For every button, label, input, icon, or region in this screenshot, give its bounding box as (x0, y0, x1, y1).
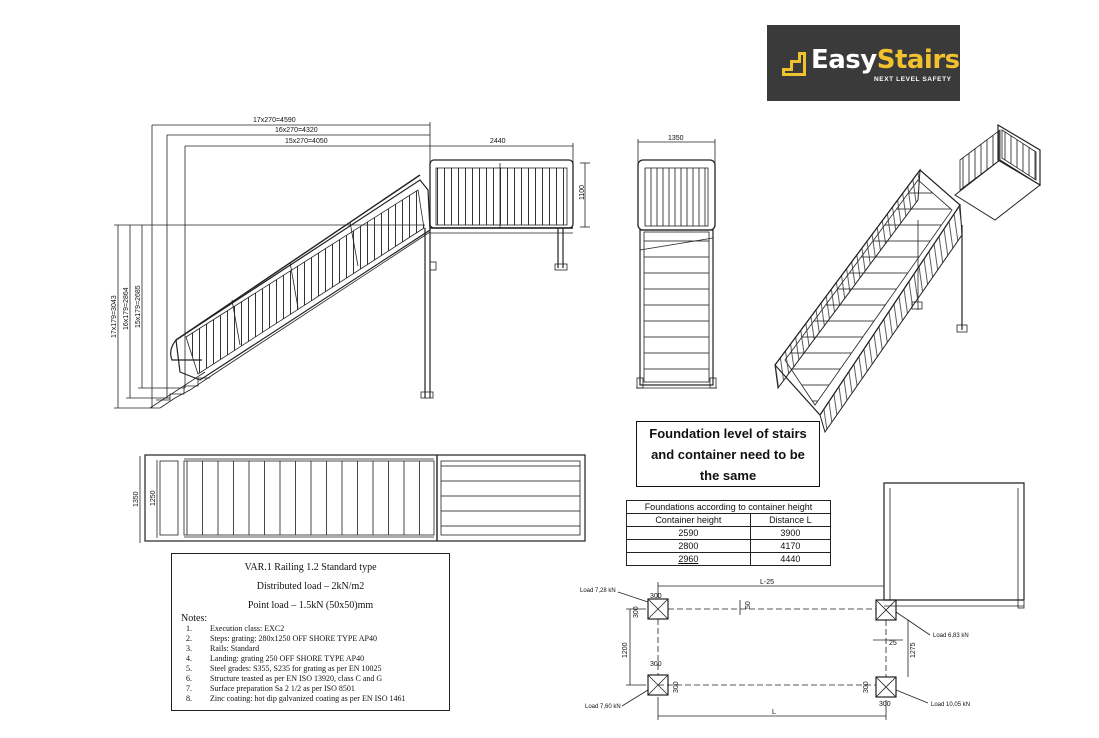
table-cell: 2590 (626, 526, 751, 540)
table-cell: 4440 (749, 552, 832, 566)
table-header-container-height: Container height (626, 513, 751, 527)
top-view (139, 454, 586, 543)
list-item: 3.Rails: Standard (186, 644, 260, 653)
foundation-note: Foundation level of stairs and container… (636, 421, 820, 487)
table-header-distance-l: Distance L (749, 513, 832, 527)
dim-300-br-h: 300 (879, 701, 891, 708)
front-view (636, 139, 717, 389)
table-cell: 2960 (626, 552, 751, 566)
brand-part1: Easy (811, 45, 877, 75)
load-top-left: Load 7,28 kN (580, 588, 616, 594)
brand-part2: Stairs (876, 45, 960, 75)
spec-notes-list: 1.Execution class: EXC2 2.Steps: grating… (172, 624, 449, 704)
spec-title: VAR.1 Railing 1.2 Standard type (244, 562, 377, 573)
dim-l: L (772, 709, 776, 716)
spec-box: VAR.1 Railing 1.2 Standard type Distribu… (171, 553, 450, 711)
dim-top-1: 17x270=4590 (253, 117, 296, 124)
dim-300-bl-v: 300 (673, 681, 680, 693)
foundations-table: Foundations according to container heigh… (626, 500, 832, 566)
spec-load-distributed: Distributed load – 2kN/m2 (256, 581, 365, 592)
list-item: 7.Surface preparation Sa 2 1/2 as per IS… (186, 684, 355, 693)
dim-top-outer: 1350 (133, 491, 140, 507)
table-cell: 2800 (626, 539, 751, 553)
foundation-note-text: Foundation level of stairs and container… (649, 425, 807, 483)
list-item: 8.Zinc coating: hot dip galvanized coati… (186, 694, 406, 703)
dim-top-3: 15x270=4050 (285, 138, 328, 145)
dim-top-inner: 1250 (150, 490, 157, 506)
dim-300-br-v: 300 (863, 681, 870, 693)
dim-top-2: 16x270=4320 (275, 127, 318, 134)
dim-l-minus-25: L-25 (760, 579, 774, 586)
list-item: 4.Landing: grating 250 OFF SHORE TYPE AP… (186, 654, 365, 663)
dim-300-bl-h: 300 (650, 661, 662, 668)
foundations-table-caption: Foundations according to container heigh… (626, 500, 831, 514)
brand-tagline: NEXT LEVEL SAFETY (874, 76, 952, 83)
spec-notes-label: Notes: (181, 613, 208, 624)
dim-300-tl-h: 300 (650, 593, 662, 600)
dim-1200: 1200 (622, 642, 629, 658)
table-row: 2590 3900 (626, 526, 832, 540)
list-item: 1.Execution class: EXC2 (186, 624, 285, 633)
dim-vertical-3: 15x179=2685 (135, 285, 142, 328)
list-item: 2.Steps: grating: 280x1250 OFF SHORE TYP… (186, 634, 377, 643)
stairs-logo-icon (782, 52, 806, 76)
foundation-plan (617, 482, 1025, 720)
side-view (114, 122, 590, 409)
dim-50: 50 (745, 601, 752, 609)
load-bottom-left: Load 7,60 kN (585, 704, 621, 710)
dim-300-tl-v: 300 (633, 606, 640, 618)
list-item: 6.Structure teasted as per EN ISO 13920,… (186, 674, 383, 683)
table-cell-underlined: 2960 (678, 554, 699, 564)
list-item: 5.Steel grades: S355, S235 for grating a… (186, 664, 382, 673)
dim-front-width: 1350 (668, 135, 684, 142)
table-row: 2800 4170 (626, 539, 832, 553)
brand-name: EasyStairs (811, 45, 960, 75)
table-cell: 4170 (749, 539, 832, 553)
dim-platform: 2440 (490, 138, 506, 145)
dim-1275: 1275 (910, 642, 917, 658)
load-top-right: Load 6,83 kN (933, 633, 969, 639)
table-row: 2960 4440 (626, 552, 832, 566)
load-bottom-right: Load 10,05 kN (931, 702, 970, 708)
isometric-view (774, 123, 1041, 434)
table-cell: 3900 (749, 526, 832, 540)
dim-vertical-2: 16x179=2864 (123, 287, 130, 330)
dim-25: 25 (889, 640, 897, 647)
dim-rail-height: 1100 (579, 185, 586, 200)
spec-load-point: Point load – 1.5kN (50x50)mm (247, 600, 374, 611)
dim-vertical-1: 17x179=3043 (111, 295, 118, 338)
easystairs-logo: EasyStairs NEXT LEVEL SAFETY (767, 25, 960, 101)
